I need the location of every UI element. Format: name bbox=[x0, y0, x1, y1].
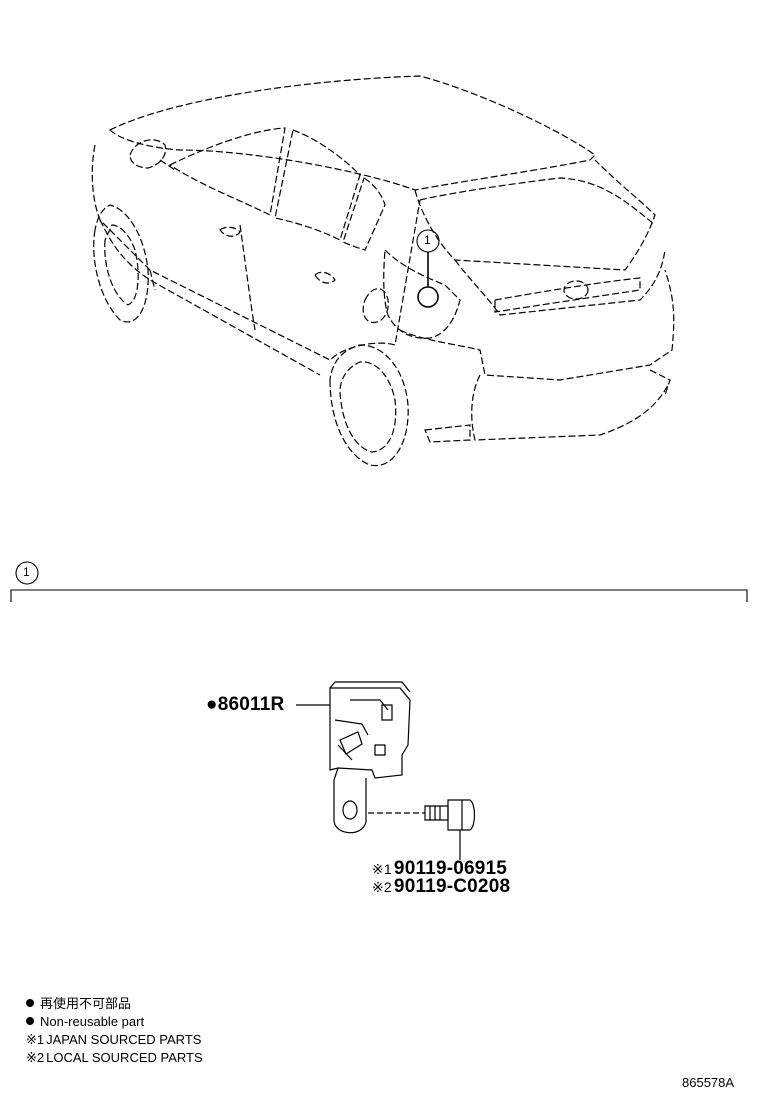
section-bracket bbox=[10, 561, 748, 602]
bullet-dot-icon bbox=[26, 1017, 34, 1025]
part-illustration bbox=[296, 681, 476, 860]
diagram-id: 865578A bbox=[682, 1075, 735, 1090]
japan-sourced-mark: ※1 bbox=[372, 861, 392, 877]
mounting-tab bbox=[333, 767, 367, 834]
local-sourced-mark: ※2 bbox=[372, 879, 392, 895]
side-mirror bbox=[129, 139, 167, 169]
non-reusable-dot-icon: ● bbox=[206, 694, 218, 715]
legend-non-reusable-en: Non-reusable part bbox=[26, 1013, 203, 1031]
callout-1-section-label: 1 bbox=[23, 565, 30, 579]
side-windows bbox=[168, 127, 286, 216]
body-outline bbox=[91, 144, 421, 361]
rear-hatch bbox=[414, 159, 656, 271]
rear-bumper bbox=[399, 269, 675, 381]
fuel-door bbox=[362, 288, 389, 324]
tail-lamp bbox=[383, 248, 461, 339]
legend-non-reusable-jp: 再使用不可部品 bbox=[26, 995, 203, 1013]
callout-1-car-label: 1 bbox=[424, 233, 431, 247]
part-number-86011R[interactable]: ●86011R bbox=[206, 694, 285, 715]
roof-outline bbox=[108, 75, 596, 191]
bolt bbox=[424, 805, 449, 821]
rear-wheel bbox=[329, 344, 409, 467]
bullet-dot-icon bbox=[26, 999, 34, 1007]
callout-1-car-circle bbox=[416, 229, 440, 253]
vehicle-illustration bbox=[91, 75, 675, 467]
sensor-body bbox=[329, 687, 411, 779]
front-wheel bbox=[93, 204, 149, 323]
callout-1-section-circle bbox=[15, 561, 39, 585]
